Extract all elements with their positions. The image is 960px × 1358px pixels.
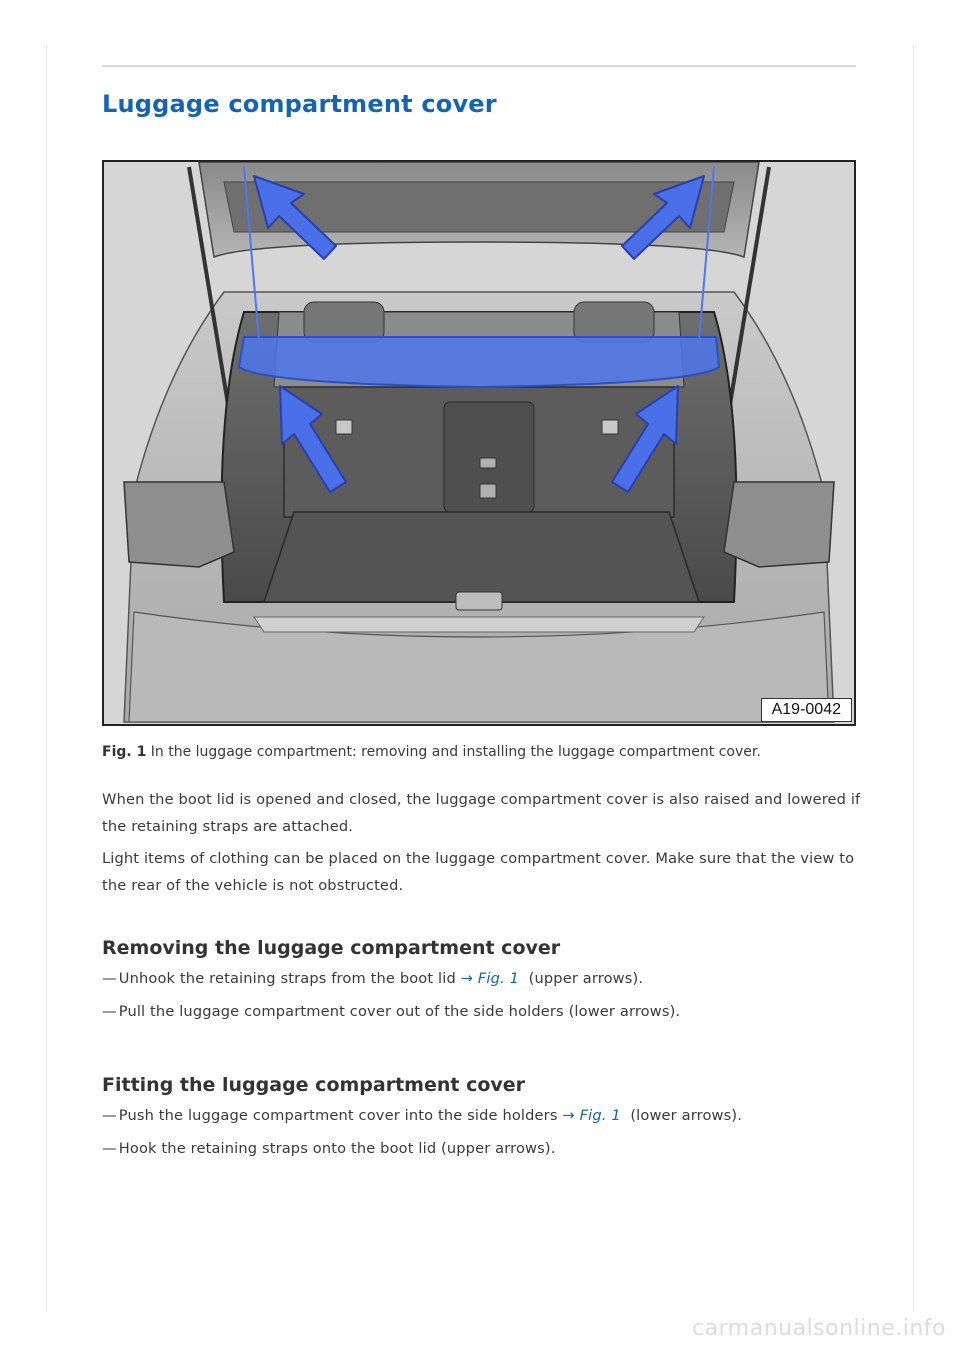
arrow-right-icon: →: [460, 970, 474, 987]
step-text: Pull the luggage compartment cover out o…: [118, 1003, 681, 1020]
figure-reference-link[interactable]: → Fig. 1: [461, 970, 519, 987]
step-text: Hook the retaining straps onto the boot …: [118, 1140, 556, 1157]
step-text-after: (lower arrows).: [630, 1107, 742, 1124]
list-dash: —: [102, 1107, 117, 1124]
heading-fitting-cover: Fitting the luggage compartment cover: [102, 1074, 526, 1096]
step-text-after: (upper arrows).: [528, 970, 644, 987]
figure-caption-label: Fig. 1: [102, 744, 147, 760]
figure-reference-text: Fig. 1: [477, 970, 520, 987]
figure-caption-text: In the luggage compartment: removing and…: [150, 744, 761, 760]
figure-luggage-compartment: A19-0042: [102, 160, 856, 726]
step-push-cover-in: —Push the luggage compartment cover into…: [102, 1106, 862, 1126]
list-dash: —: [102, 1140, 117, 1157]
heading-removing-cover: Removing the luggage compartment cover: [102, 937, 561, 959]
step-text: Unhook the retaining straps from the boo…: [118, 970, 456, 987]
list-dash: —: [102, 1003, 117, 1020]
page-title: Luggage compartment cover: [102, 90, 497, 118]
step-unhook-straps: —Unhook the retaining straps from the bo…: [102, 969, 862, 989]
list-dash: —: [102, 970, 117, 987]
figure-caption: Fig. 1 In the luggage compartment: remov…: [102, 742, 862, 762]
step-text: Push the luggage compartment cover into …: [118, 1107, 558, 1124]
left-margin-line: [46, 46, 47, 1312]
step-pull-cover-out: —Pull the luggage compartment cover out …: [102, 1002, 862, 1022]
right-margin-line: [913, 46, 914, 1312]
figure-reference-text: Fig. 1: [579, 1107, 621, 1124]
car-boot-illustration: [104, 162, 854, 724]
watermark: carmanualsonline.info: [692, 1316, 946, 1341]
top-rule: [102, 65, 856, 67]
figure-code-label: A19-0042: [760, 698, 852, 722]
figure-reference-link[interactable]: → Fig. 1: [562, 1107, 620, 1124]
paragraph-boot-lid-behaviour: When the boot lid is opened and closed, …: [102, 791, 861, 835]
arrow-right-icon: →: [562, 1107, 575, 1124]
step-hook-straps: —Hook the retaining straps onto the boot…: [102, 1139, 862, 1159]
paragraph-clothing-note: Light items of clothing can be placed on…: [102, 850, 855, 894]
